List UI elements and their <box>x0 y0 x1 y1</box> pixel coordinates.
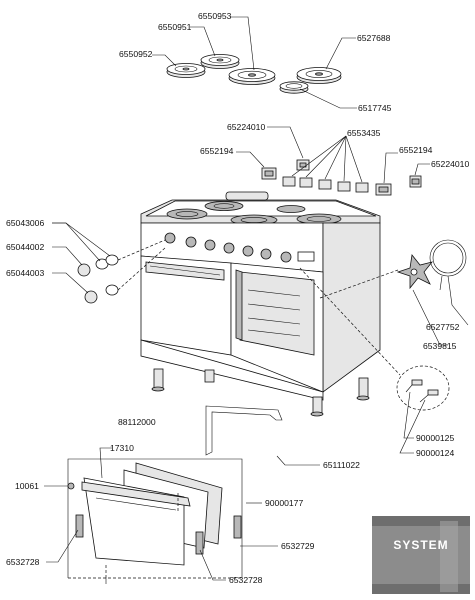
switch-6552194-left <box>261 167 277 180</box>
label-6552194-left: 6552194 <box>200 146 234 156</box>
hotplate-6527688 <box>296 67 342 84</box>
leader-lines-left <box>52 222 111 294</box>
leader-lines-switches <box>236 126 430 184</box>
cooker-body <box>140 191 381 417</box>
label-6532728-bottom: 6532728 <box>229 575 263 585</box>
switch-row <box>261 159 422 196</box>
system-logo: SYSTEM <box>372 516 470 594</box>
hotplate-6550953 <box>228 68 276 85</box>
part-labels: 6550951 6550953 6527688 6550952 6517745 … <box>6 11 469 585</box>
switch-65224010-right <box>409 175 422 188</box>
label-90000125: 90000125 <box>416 433 454 443</box>
door-assembly <box>67 458 243 580</box>
hotplate-6550951 <box>200 54 240 69</box>
label-6552194-right: 6552194 <box>399 145 433 155</box>
door-seal-65111022 <box>205 405 283 456</box>
knob-parts <box>77 239 166 304</box>
element-6527752 <box>429 239 467 291</box>
label-65224010-right: 65224010 <box>431 159 469 169</box>
hotplate-6550952 <box>166 63 206 78</box>
label-6532728-left: 6532728 <box>6 557 40 567</box>
leader-lines-lamp <box>399 391 426 454</box>
svg-text:SYSTEM: SYSTEM <box>393 538 448 552</box>
lamp-parts <box>299 267 450 411</box>
leader-lines-top <box>152 16 357 109</box>
label-6527688: 6527688 <box>357 33 391 43</box>
switch-6552194-right <box>375 183 392 196</box>
label-17310: 17310 <box>110 443 134 453</box>
label-65044002: 65044002 <box>6 242 44 252</box>
label-90000124: 90000124 <box>416 448 454 458</box>
switch-65224010-top <box>296 159 310 171</box>
label-6550952: 6550952 <box>119 49 153 59</box>
label-6550951: 6550951 <box>158 22 192 32</box>
label-6517745: 6517745 <box>358 103 392 113</box>
hotplate-group <box>166 54 342 94</box>
label-6553435: 6553435 <box>347 128 381 138</box>
label-65111022: 65111022 <box>323 460 360 470</box>
label-65044003: 65044003 <box>6 268 44 278</box>
leader-lines-door <box>44 447 278 584</box>
label-10061: 10061 <box>15 481 39 491</box>
label-6539815: 6539815 <box>423 341 457 351</box>
label-65224010-top: 65224010 <box>227 122 265 132</box>
label-6527752: 6527752 <box>426 322 460 332</box>
label-88112000: 88112000 <box>118 417 156 427</box>
label-90000177: 90000177 <box>265 498 303 508</box>
fan-6539815 <box>396 254 434 290</box>
leader-lines-fan <box>319 269 469 346</box>
hotplate-6517745 <box>279 81 309 94</box>
label-6532729: 6532729 <box>281 541 315 551</box>
label-6550953: 6550953 <box>198 11 232 21</box>
label-65043006: 65043006 <box>6 218 44 228</box>
